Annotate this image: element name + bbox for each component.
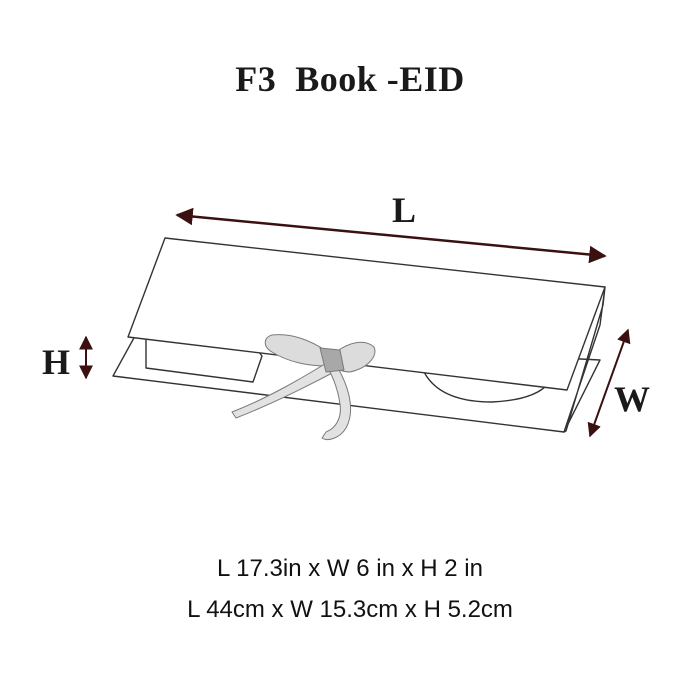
length-label: L [392,190,416,230]
ribbon-left-tail [231,361,335,419]
spec-imperial: L 17.3in x W 6 in x H 2 in [217,555,483,582]
ribbon-bow [231,334,376,441]
ribbon-knot [319,347,345,373]
box-spine [563,286,606,433]
product-title: F3 Book -EID [235,59,465,99]
ribbon-left-loop [264,334,329,367]
spec-metric: L 44cm x W 15.3cm x H 5.2cm [187,596,513,623]
width-label: W [614,379,650,419]
width-arrow [587,328,631,438]
right-window [423,371,549,403]
box-lid [127,237,606,391]
box-outline [112,237,606,433]
height-label: H [42,342,70,382]
ribbon-right-tail [321,367,352,441]
length-arrow [175,207,607,264]
